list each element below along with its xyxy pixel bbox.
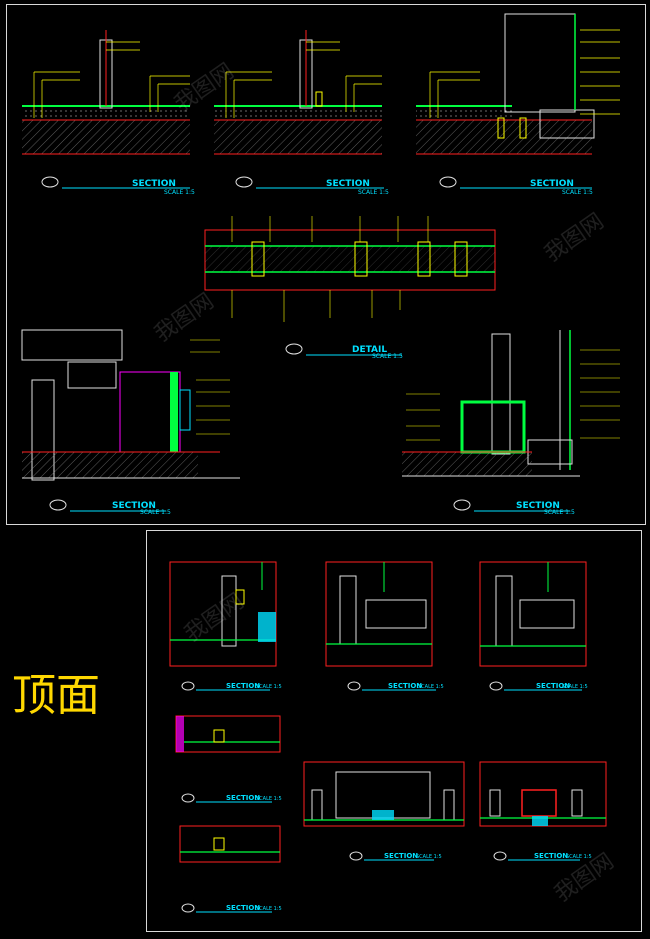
ceiling-section-1 xyxy=(169,561,277,691)
ceiling-section-2-tag: SECTION xyxy=(388,682,422,690)
detail-scale: SCALE 1:5 xyxy=(372,353,403,360)
section-title-1 xyxy=(41,176,190,189)
ceiling-section-5 xyxy=(179,825,281,913)
section-title-3 xyxy=(439,176,592,189)
top-section-1-scale: SCALE 1:5 xyxy=(164,189,195,196)
ceiling-section-4 xyxy=(175,715,281,803)
top-section-3-scale: SCALE 1:5 xyxy=(562,189,593,196)
floor-section-2 xyxy=(214,30,382,155)
top-section-3-tag: SECTION xyxy=(530,179,574,189)
ceiling-section-2 xyxy=(325,561,436,691)
ceiling-section-3-scale: SCALE 1:5 xyxy=(562,684,588,690)
bottom-right-section-tag: SECTION xyxy=(516,501,560,511)
ceiling-label: 顶面 xyxy=(12,670,100,721)
ceiling-section-7-scale: SCALE 1:5 xyxy=(566,854,592,860)
top-sheet-frame xyxy=(6,4,646,525)
floor-section-1 xyxy=(22,30,190,155)
bottom-sheet-frame xyxy=(146,530,642,932)
bottom-left-section-scale: SCALE 1:5 xyxy=(140,509,171,516)
ceiling-section-2-scale: SCALE 1:5 xyxy=(418,684,444,690)
ceiling-section-6-scale: SCALE 1:5 xyxy=(416,854,442,860)
detail-drawing xyxy=(204,216,496,356)
top-section-2-scale: SCALE 1:5 xyxy=(358,189,389,196)
top-section-1-tag: SECTION xyxy=(132,179,176,189)
ceiling-section-4-tag: SECTION xyxy=(226,794,260,802)
section-title-2 xyxy=(235,176,384,189)
ceiling-section-1-tag: SECTION xyxy=(226,682,260,690)
ceiling-section-5-tag: SECTION xyxy=(226,904,260,912)
bottom-right-section-scale: SCALE 1:5 xyxy=(544,509,575,516)
ceiling-section-7 xyxy=(479,761,607,861)
ceiling-section-3 xyxy=(479,561,587,691)
ceiling-section-6-tag: SECTION xyxy=(384,852,418,860)
top-section-2-tag: SECTION xyxy=(326,179,370,189)
floor-section-3 xyxy=(416,13,620,155)
ceiling-section-1-scale: SCALE 1:5 xyxy=(256,684,282,690)
wall-section-left xyxy=(21,329,240,512)
ceiling-section-4-scale: SCALE 1:5 xyxy=(256,796,282,802)
wall-section-right xyxy=(402,330,620,512)
ceiling-section-7-tag: SECTION xyxy=(534,852,568,860)
ceiling-section-3-tag: SECTION xyxy=(536,682,570,690)
bottom-left-section-tag: SECTION xyxy=(112,501,156,511)
ceiling-section-6 xyxy=(303,761,465,861)
detail-tag: DETAIL xyxy=(352,345,387,355)
ceiling-section-5-scale: SCALE 1:5 xyxy=(256,906,282,912)
